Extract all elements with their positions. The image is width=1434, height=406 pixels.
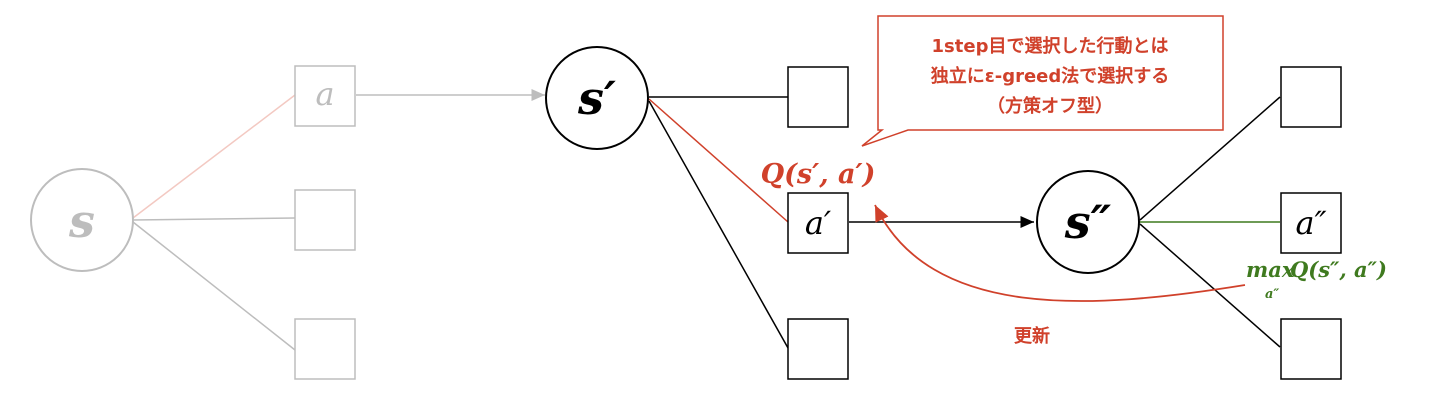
state-label-s-prime: s′	[577, 71, 616, 125]
edge-s-to-action-mid	[132, 217, 296, 221]
edge-s-prime-to-bottom	[648, 100, 789, 349]
edge-s-to-a	[132, 94, 296, 219]
max-subscript: a″	[1265, 287, 1279, 302]
edge-s-to-action-bottom	[132, 221, 296, 351]
update-label: 更新	[1014, 325, 1050, 347]
action-box-a-prime	[787, 192, 849, 254]
q-current-label: Q(s′, a′)	[761, 159, 876, 190]
state-node-s-prime	[545, 46, 649, 150]
action-box-mid-faded	[294, 189, 356, 251]
callout-box	[861, 15, 1224, 147]
callout-line-1: 1step目で選択した行動とは	[932, 35, 1169, 57]
action-box-bottom	[787, 318, 849, 380]
edge-s-prime-to-a-prime	[648, 98, 789, 223]
edge-s-double-prime-to-top	[1139, 96, 1281, 221]
action-box-top-right	[1280, 66, 1342, 128]
action-box-a-double-prime	[1280, 192, 1342, 254]
action-label-a-double-prime: a″	[1295, 204, 1326, 242]
edge-s-double-prime-to-bottom	[1139, 223, 1281, 348]
state-node-s	[30, 168, 134, 272]
state-label-s: s	[68, 194, 95, 248]
callout-line-3: （方策オフ型）	[987, 95, 1113, 117]
action-box-bottom-faded	[294, 318, 356, 380]
update-arrow	[874, 204, 1246, 302]
action-box-a	[294, 65, 356, 127]
action-label-a: a	[315, 75, 334, 113]
action-box-bottom-right	[1280, 318, 1342, 380]
state-node-s-double-prime	[1036, 170, 1140, 274]
callout-line-2: 独立にε-greed法で選択する	[931, 65, 1170, 87]
state-label-s-double-prime: s″	[1064, 195, 1112, 249]
action-label-a-prime: a′	[805, 204, 832, 242]
max-word: max	[1246, 257, 1295, 282]
max-q-label: Q(s″, a″)	[1290, 257, 1387, 282]
action-box-top	[787, 66, 849, 128]
